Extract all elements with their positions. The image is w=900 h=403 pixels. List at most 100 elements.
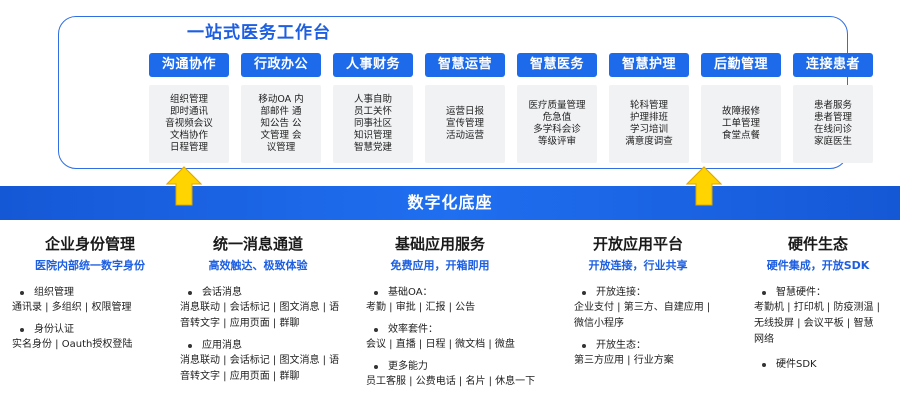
- column-items: 基础OA： 考勤 | 审批 | 汇报 | 公告 效率套件： 会议 | 直播 | …: [366, 286, 546, 397]
- group-line: 消息联动 | 会话标记 | 图文消息 | 语: [180, 355, 340, 366]
- digital-base-title: 数字化底座: [407, 193, 493, 212]
- group-head: 效率套件：: [366, 323, 546, 337]
- module-line: 部邮件 通: [260, 106, 302, 117]
- column-title: 基础应用服务: [394, 235, 485, 253]
- group-line: 消息联动 | 会话标记 | 图文消息 | 语: [180, 302, 340, 313]
- group-line: 微信小程序: [574, 318, 624, 329]
- module-line: 满意度调查: [625, 136, 673, 147]
- group-line: 通讯录 | 多组织 | 权限管理: [12, 302, 132, 313]
- module-body: 故障报修 工单管理 食堂点餐: [701, 85, 781, 163]
- module-line: 员工关怀: [353, 106, 392, 117]
- group-line: 音转文字 | 应用页面 | 群聊: [180, 318, 300, 329]
- module-line: 智慧党建: [353, 142, 392, 153]
- module-line: 学习培训: [629, 124, 668, 135]
- group-head: 组织管理: [12, 286, 192, 300]
- column-subtitle: 医院内部统一数字身份: [35, 259, 145, 272]
- module-body: 患者服务 患者管理 在线问诊 家庭医生: [793, 85, 873, 163]
- column-messaging: 统一消息通道 高效触达、极致体验 会话消息 消息联动 | 会话标记 | 图文消息…: [168, 234, 348, 403]
- feature-group: 基础OA： 考勤 | 审批 | 汇报 | 公告: [366, 286, 546, 316]
- module-line: 运营日报: [445, 106, 484, 117]
- module-line: 人事自助: [353, 94, 392, 105]
- module-line: 患者服务: [813, 100, 852, 111]
- module-title: 智慧医务: [517, 53, 597, 77]
- module-smart-operation[interactable]: 智慧运营 运营日报 宣传管理 活动运营: [425, 53, 505, 171]
- module-line: 移动OA 内: [258, 94, 304, 105]
- module-line: 轮科管理: [629, 100, 668, 111]
- column-subtitle: 免费应用，开箱即用: [390, 259, 490, 272]
- module-line: 工单管理: [721, 118, 760, 129]
- module-line: 知识管理: [353, 130, 392, 141]
- module-title: 人事财务: [333, 53, 413, 77]
- workbench-panel: 一站式医务工作台 沟通协作 组织管理 即时通讯 音视频会议 文档协作 日程管理 …: [58, 16, 873, 169]
- group-line: 考勤机 | 打印机 | 防疫测温 |: [754, 302, 881, 313]
- module-smart-nursing[interactable]: 智慧护理 轮科管理 护理排班 学习培训 满意度调查: [609, 53, 689, 171]
- digital-base-bar: 数字化底座: [0, 186, 900, 220]
- module-logistics[interactable]: 后勤管理 故障报修 工单管理 食堂点餐: [701, 53, 781, 171]
- column-title: 统一消息通道: [212, 235, 303, 253]
- module-body: 人事自助 员工关怀 同事社区 知识管理 智慧党建: [333, 85, 413, 163]
- module-line: 议管理: [266, 142, 296, 153]
- group-head: 更多能力: [366, 360, 546, 374]
- group-line: 实名身份 | Oauth授权登陆: [12, 339, 133, 350]
- module-line: 知公告 公: [260, 118, 302, 129]
- feature-group: 会话消息 消息联动 | 会话标记 | 图文消息 | 语 音转文字 | 应用页面 …: [180, 286, 360, 332]
- column-title: 企业身份管理: [44, 235, 135, 253]
- module-line: 在线问诊: [813, 124, 852, 135]
- module-admin-office[interactable]: 行政办公 移动OA 内 部邮件 通 知公告 公 文管理 会 议管理: [241, 53, 321, 171]
- column-title: 硬件生态: [787, 235, 848, 253]
- group-head: 智慧硬件：: [754, 286, 900, 300]
- module-body: 轮科管理 护理排班 学习培训 满意度调查: [609, 85, 689, 163]
- feature-group: 开放生态： 第三方应用 | 行业方案: [574, 339, 754, 369]
- module-title: 行政办公: [241, 53, 321, 77]
- column-items: 会话消息 消息联动 | 会话标记 | 图文消息 | 语 音转文字 | 应用页面 …: [180, 286, 360, 392]
- module-communication[interactable]: 沟通协作 组织管理 即时通讯 音视频会议 文档协作 日程管理: [149, 53, 229, 171]
- module-line: 等级评审: [537, 136, 576, 147]
- group-head: 基础OA：: [366, 286, 546, 300]
- module-title: 后勤管理: [701, 53, 781, 77]
- feature-group: 组织管理 通讯录 | 多组织 | 权限管理: [12, 286, 192, 316]
- feature-group: 身份认证 实名身份 | Oauth授权登陆: [12, 323, 192, 353]
- feature-group: 硬件SDK: [754, 358, 900, 372]
- module-line: 音视频会议: [165, 118, 213, 129]
- module-title: 沟通协作: [149, 53, 229, 77]
- module-line: 同事社区: [353, 118, 392, 129]
- group-line: 考勤 | 审批 | 汇报 | 公告: [366, 302, 476, 313]
- module-line: 护理排班: [629, 112, 668, 123]
- module-line: 日程管理: [169, 142, 208, 153]
- module-list: 沟通协作 组织管理 即时通讯 音视频会议 文档协作 日程管理 行政办公 移动OA…: [149, 53, 889, 171]
- column-identity: 企业身份管理 医院内部统一数字身份 组织管理 通讯录 | 多组织 | 权限管理 …: [0, 234, 180, 403]
- module-title: 智慧护理: [609, 53, 689, 77]
- module-line: 活动运营: [445, 130, 484, 141]
- column-items: 开放连接： 企业支付 | 第三方、自建应用 | 微信小程序 开放生态： 第三方应…: [574, 286, 754, 376]
- module-line: 故障报修: [721, 106, 760, 117]
- module-line: 医疗质量管理: [528, 100, 586, 111]
- group-head: 硬件SDK: [754, 358, 900, 372]
- column-open-platform: 开放应用平台 开放连接，行业共享 开放连接： 企业支付 | 第三方、自建应用 |…: [548, 234, 728, 403]
- module-line: 危急值: [542, 112, 572, 123]
- module-hr-finance[interactable]: 人事财务 人事自助 员工关怀 同事社区 知识管理 智慧党建: [333, 53, 413, 171]
- group-head: 开放生态：: [574, 339, 754, 353]
- module-smart-medical[interactable]: 智慧医务 医疗质量管理 危急值 多学科会诊 等级评审: [517, 53, 597, 171]
- up-arrow-icon: [686, 166, 722, 206]
- feature-group: 更多能力 员工客服 | 公费电话 | 名片 | 休息一下: [366, 360, 546, 390]
- module-line: 文档协作: [169, 130, 208, 141]
- group-line: 无线投屏 | 会议平板 | 智慧: [754, 318, 874, 329]
- module-line: 文管理 会: [260, 130, 302, 141]
- group-line: 音转文字 | 应用页面 | 群聊: [180, 371, 300, 382]
- module-line: 组织管理: [169, 94, 208, 105]
- module-line: 食堂点餐: [721, 130, 760, 141]
- group-line: 员工客服 | 公费电话 | 名片 | 休息一下: [366, 376, 536, 387]
- module-line: 宣传管理: [445, 118, 484, 129]
- group-line: 企业支付 | 第三方、自建应用 |: [574, 302, 711, 313]
- column-title: 开放应用平台: [592, 235, 683, 253]
- module-body: 运营日报 宣传管理 活动运营: [425, 85, 505, 163]
- module-body: 医疗质量管理 危急值 多学科会诊 等级评审: [517, 85, 597, 163]
- column-items: 智慧硬件： 考勤机 | 打印机 | 防疫测温 | 无线投屏 | 会议平板 | 智…: [754, 286, 900, 379]
- module-line: 多学科会诊: [533, 124, 581, 135]
- module-line: 患者管理: [813, 112, 852, 123]
- module-connect-patients[interactable]: 连接患者 患者服务 患者管理 在线问诊 家庭医生: [793, 53, 873, 171]
- column-subtitle: 高效触达、极致体验: [208, 259, 308, 272]
- feature-group: 开放连接： 企业支付 | 第三方、自建应用 | 微信小程序: [574, 286, 754, 332]
- module-line: 即时通讯: [169, 106, 208, 117]
- feature-group: 效率套件： 会议 | 直播 | 日程 | 微文档 | 微盘: [366, 323, 546, 353]
